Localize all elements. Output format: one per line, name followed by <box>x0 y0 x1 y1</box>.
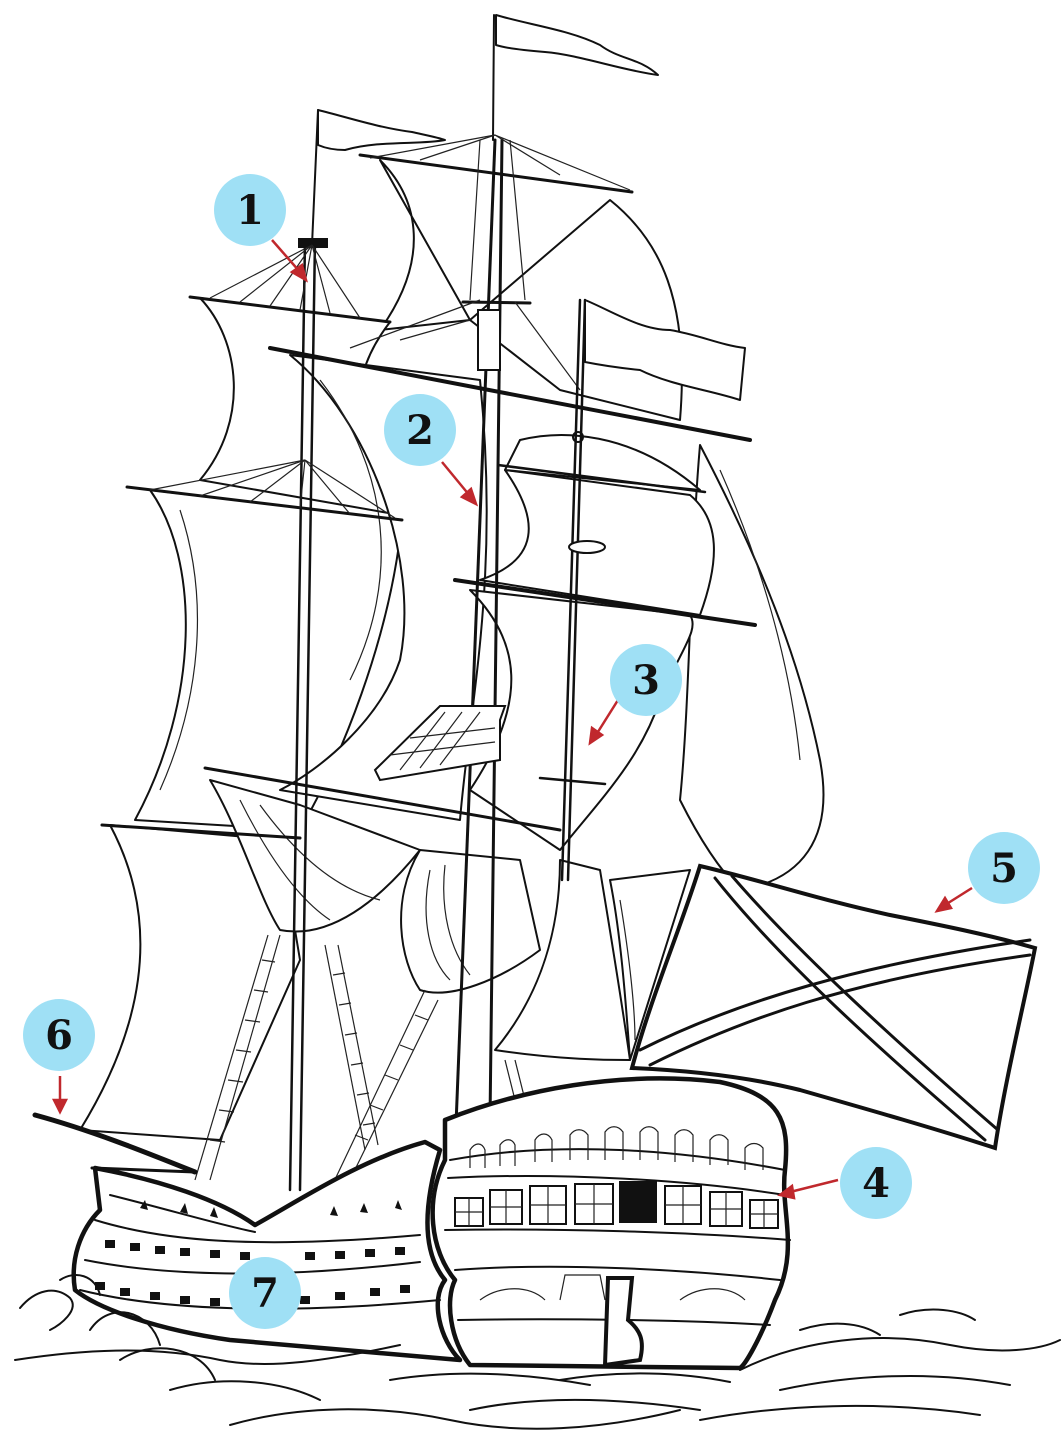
callout-3-label: 3 <box>632 657 660 704</box>
callout-5-label: 5 <box>990 845 1018 892</box>
pennant-main <box>496 15 658 75</box>
callout-6: 6 <box>23 999 95 1071</box>
main-mast-top <box>493 15 494 140</box>
callout-4-label: 4 <box>862 1160 890 1207</box>
callout-6-label: 6 <box>45 1012 73 1059</box>
callout-5: 5 <box>968 832 1040 904</box>
callout-3: 3 <box>610 644 682 716</box>
callout-4: 4 <box>840 1147 912 1219</box>
callout-1: 1 <box>214 174 286 246</box>
callout-2: 2 <box>384 394 456 466</box>
callout-7: 7 <box>229 1257 301 1329</box>
callout-7-label: 7 <box>251 1270 279 1317</box>
main-mast-band <box>478 310 500 370</box>
sail-spritsail-center <box>401 850 540 993</box>
callout-2-label: 2 <box>406 407 434 454</box>
sail-fore-course <box>470 590 693 850</box>
fore-top-platform <box>569 541 605 553</box>
pennant-mizzen <box>318 110 445 150</box>
callout-1-label: 1 <box>236 187 264 234</box>
